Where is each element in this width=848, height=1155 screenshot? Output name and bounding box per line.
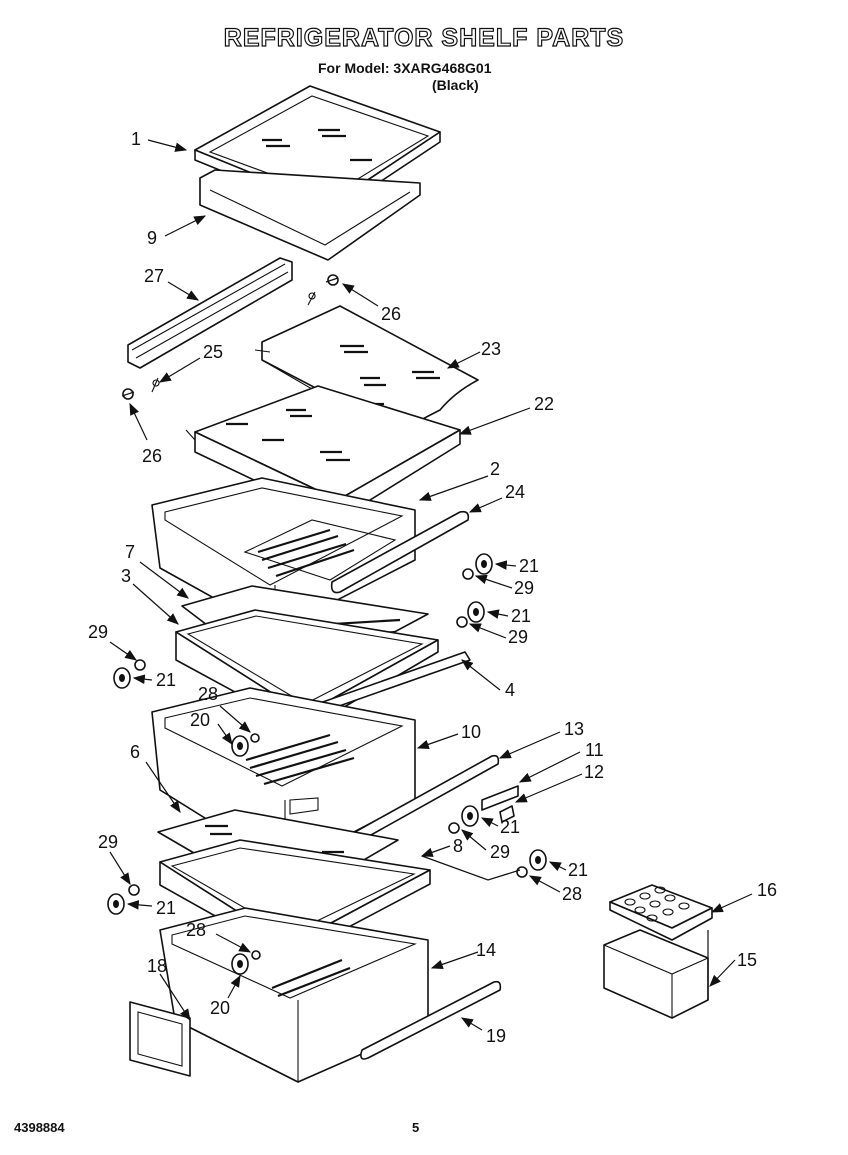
callout-22: 22	[534, 394, 554, 414]
callout-28: 28	[186, 920, 206, 940]
callout-29: 29	[98, 832, 118, 852]
screw-icon	[462, 568, 474, 580]
part-27-shelf-trim	[127, 257, 293, 369]
callout-labels: 1 9 27 26 25 23 22 26 2 24 7 3 21 29 21 …	[88, 129, 777, 1046]
roller-wheel-icon	[461, 805, 479, 827]
clip-25-upper	[307, 291, 316, 306]
model-number: For Model: 3XARG468G01	[318, 60, 492, 76]
part-15-dairy-bin	[603, 929, 709, 1019]
roller-wheel-icon	[467, 601, 485, 623]
callout-3: 3	[121, 566, 131, 586]
callout-21: 21	[568, 860, 588, 880]
part-2-crisper-pan	[151, 477, 416, 633]
screw-icon	[128, 884, 140, 896]
callout-20: 20	[190, 710, 210, 730]
callout-21: 21	[511, 606, 531, 626]
screw-icon	[325, 274, 339, 286]
callout-26: 26	[142, 446, 162, 466]
callout-11: 11	[585, 740, 604, 760]
roller-wheel-icon	[529, 849, 547, 871]
callout-29: 29	[514, 578, 534, 598]
callout-29: 29	[88, 622, 108, 642]
callout-25: 25	[203, 342, 223, 362]
callout-27: 27	[144, 266, 164, 286]
callout-23: 23	[481, 339, 501, 359]
callout-21: 21	[156, 670, 176, 690]
callout-16: 16	[757, 880, 777, 900]
screw-icon	[250, 733, 260, 743]
callout-15: 15	[737, 950, 757, 970]
screw-icon	[121, 388, 135, 400]
callout-21: 21	[156, 898, 176, 918]
callout-14: 14	[476, 940, 496, 960]
leader-lines	[109, 139, 753, 1031]
roller-wheel-icon	[231, 735, 249, 757]
callout-2: 2	[490, 459, 500, 479]
screw-icon	[456, 616, 468, 628]
callout-13: 13	[564, 719, 584, 739]
part-9-shelf-frame	[199, 169, 421, 261]
screw-icon	[448, 822, 460, 834]
callout-6: 6	[130, 742, 140, 762]
roller-wheel-icon	[113, 667, 131, 689]
callout-9: 9	[147, 228, 157, 248]
part-24-rail	[330, 510, 470, 594]
screw-icon	[134, 659, 146, 671]
screw-icon	[251, 950, 261, 960]
callout-28: 28	[562, 884, 582, 904]
screw-icon	[516, 866, 528, 878]
callout-18: 18	[147, 956, 167, 976]
part-16-egg-tray	[609, 884, 713, 941]
roller-wheel-icon	[475, 553, 493, 575]
callout-7: 7	[125, 542, 135, 562]
callout-1: 1	[131, 129, 141, 149]
callout-19: 19	[486, 1026, 506, 1046]
part-18-label-plate	[129, 1001, 191, 1077]
clip-25-lower	[151, 377, 160, 393]
callout-21: 21	[500, 817, 520, 837]
callout-12: 12	[584, 762, 604, 782]
callout-28: 28	[198, 684, 218, 704]
callout-26: 26	[381, 304, 401, 324]
callout-10: 10	[461, 722, 481, 742]
part-19-rail	[360, 980, 502, 1060]
part-12-clip	[499, 805, 515, 823]
callout-8: 8	[453, 836, 463, 856]
page-title: REFRIGERATOR SHELF PARTS	[223, 23, 625, 52]
roller-wheel-icon	[231, 953, 249, 975]
callout-29: 29	[490, 842, 510, 862]
callout-24: 24	[505, 482, 525, 502]
callout-29: 29	[508, 627, 528, 647]
callout-4: 4	[505, 680, 515, 700]
page-number: 5	[412, 1120, 420, 1135]
callout-20: 20	[210, 998, 230, 1018]
model-color: (Black)	[432, 77, 479, 93]
callout-21: 21	[519, 556, 539, 576]
document-number: 4398884	[14, 1120, 65, 1135]
roller-wheel-icon	[107, 893, 125, 915]
